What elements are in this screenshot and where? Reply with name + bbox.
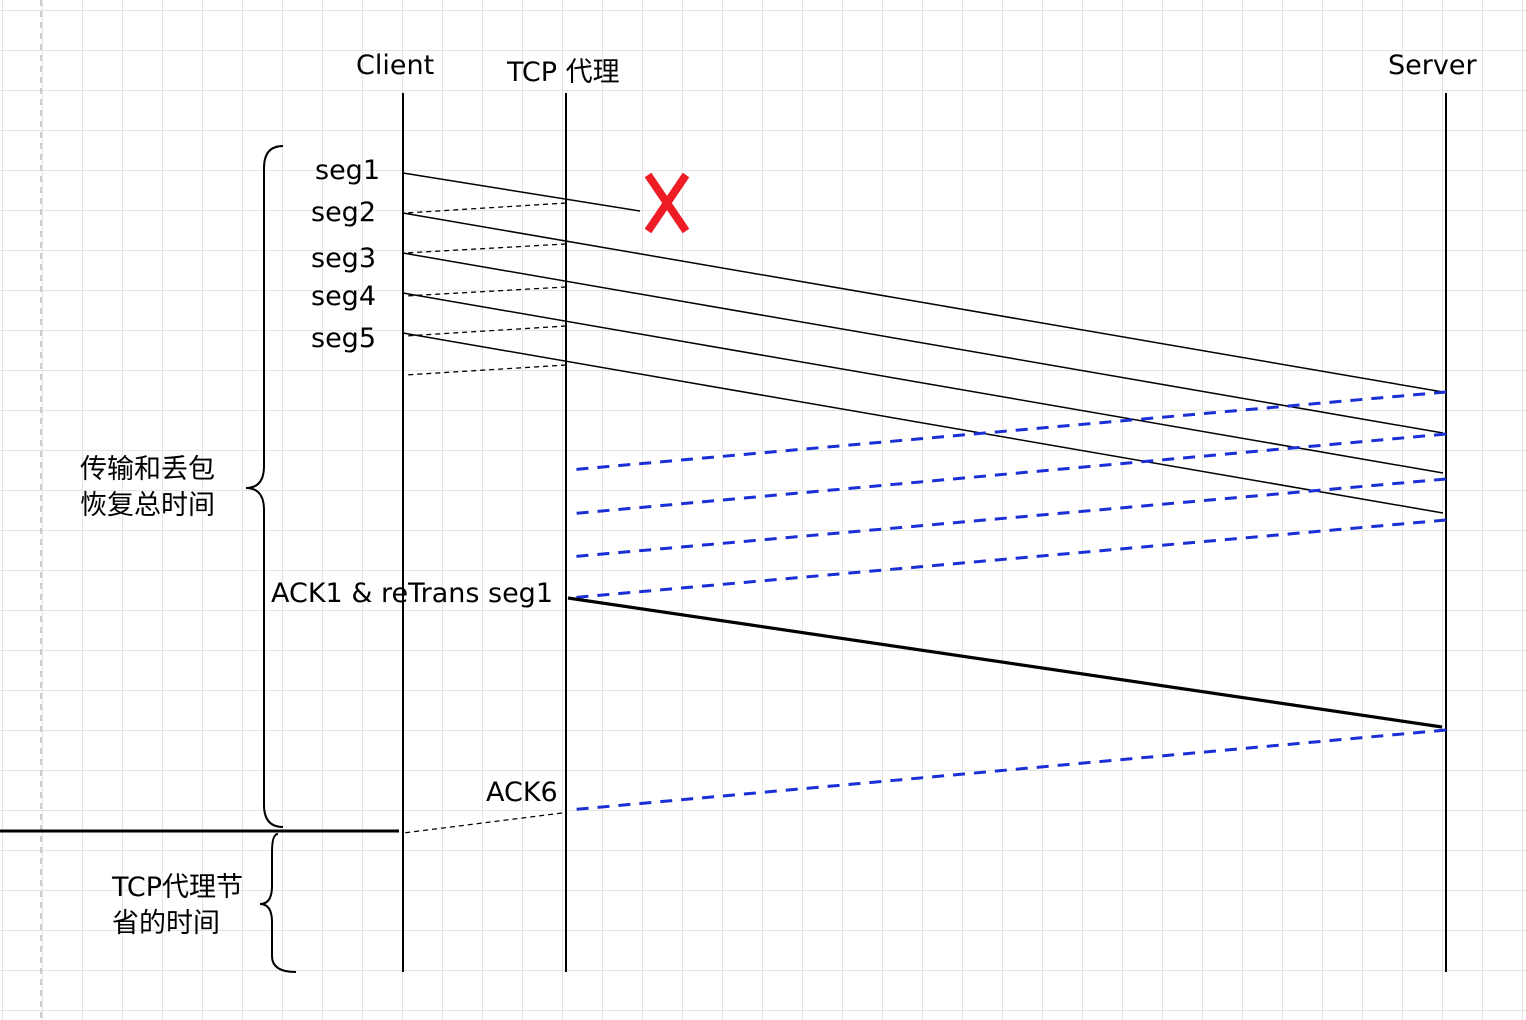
client-label: Client xyxy=(356,50,435,81)
seg4-label: seg4 xyxy=(311,281,376,312)
ack6-client-line xyxy=(402,812,563,834)
seg2-message-line xyxy=(402,212,1444,393)
seg1-label: seg1 xyxy=(315,155,380,186)
saved-time-note: TCP代理节 省的时间 xyxy=(112,870,243,942)
seg5-label: seg5 xyxy=(311,323,376,354)
seg1-message-line xyxy=(402,172,641,212)
transfer-recovery-brace xyxy=(245,145,284,828)
server-ack-line-1 xyxy=(568,390,1447,472)
transfer-recovery-note: 传输和丢包 恢复总时间 xyxy=(80,452,215,524)
proxy-ack-line-1 xyxy=(404,202,567,214)
saved-time-brace xyxy=(259,833,297,973)
server-ack-line-2 xyxy=(568,432,1447,516)
seg3-label: seg3 xyxy=(311,243,376,274)
proxy-ack-line-4 xyxy=(404,325,567,337)
transfer-recovery-line1: 传输和丢包 xyxy=(80,454,215,485)
ack6-server-line xyxy=(568,728,1447,812)
saved-time-line2: 省的时间 xyxy=(112,908,220,939)
packet-loss-x-icon xyxy=(644,172,690,234)
seg5-message-line xyxy=(402,332,1444,514)
seg4-message-line xyxy=(402,292,1444,474)
ack6-label: ACK6 xyxy=(486,777,558,808)
server-ack-line-4 xyxy=(568,518,1447,600)
proxy-ack-line-5 xyxy=(404,364,567,376)
seg2-label: seg2 xyxy=(311,197,376,228)
proxy-ack-line-3 xyxy=(404,286,567,297)
proxy-ack-line-2 xyxy=(404,243,567,254)
transfer-recovery-line2: 恢复总时间 xyxy=(80,490,215,521)
proxy-label: TCP 代理 xyxy=(507,57,620,88)
server-ack-line-3 xyxy=(568,477,1447,559)
saved-time-line1: TCP代理节 xyxy=(112,872,244,903)
retransmit-label: ACK1 & reTrans seg1 xyxy=(271,578,553,609)
seg3-message-line xyxy=(402,252,1444,434)
retransmit-seg1-line xyxy=(567,596,1443,729)
server-label: Server xyxy=(1388,50,1477,81)
